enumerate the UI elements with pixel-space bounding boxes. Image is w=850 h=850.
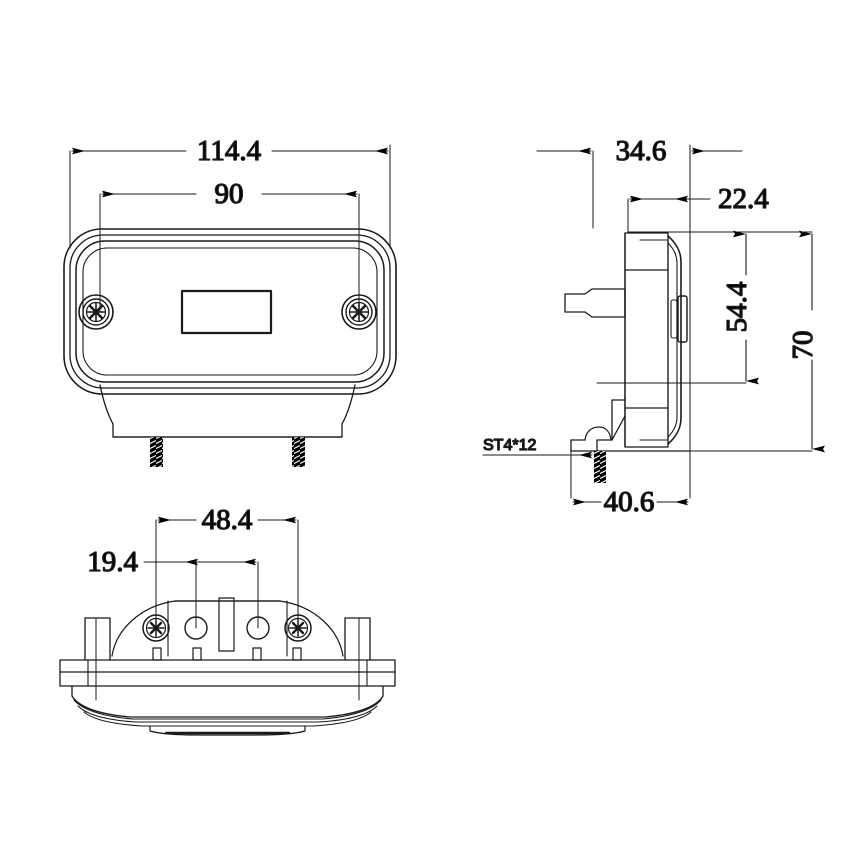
self-tapping-screw [594, 451, 606, 483]
dimension-screw-spacing-front: 90 [101, 177, 358, 211]
dimension-label-bracket-offset: 34.6 [616, 135, 667, 167]
front-mounting-studs [150, 437, 305, 467]
center-label-plate [180, 289, 273, 335]
bottom-shroud [111, 600, 344, 657]
dimension-lens-height: 54.4 [720, 230, 759, 385]
front-extension-lines [69, 144, 391, 313]
fastener-callout: ST4*12 [482, 436, 593, 459]
housing-skirt-front [99, 384, 356, 438]
lens-bezel-side [667, 235, 688, 445]
bottom-left-screw [142, 614, 170, 642]
front-right-screw [341, 294, 377, 330]
side-view: 34.6 22.4 54.4 70 40.6 [482, 134, 825, 519]
bottom-flange-tabs [152, 647, 302, 661]
dimension-label-hole-spacing: 19.4 [87, 546, 138, 578]
bottom-lens-stack [71, 685, 384, 736]
dimension-label-overall-width: 114.4 [197, 135, 262, 167]
bottom-view: 48.4 19.4 [59, 503, 396, 736]
front-view: 114.4 90 [63, 134, 397, 467]
bottom-base-flange [59, 659, 396, 687]
dimension-label-lens-height: 54.4 [721, 281, 753, 332]
dimension-screw-spacing-bottom: 48.4 [157, 503, 297, 537]
dimension-label-screw-spacing-bottom: 48.4 [202, 504, 253, 536]
dimension-label-bracket-width: 40.6 [604, 486, 655, 518]
dimension-bracket-offset: 34.6 [536, 134, 743, 168]
dimension-label-housing-depth: 22.4 [718, 183, 769, 215]
dimension-label-overall-height: 70 [787, 331, 819, 360]
bottom-side-tabs [84, 617, 371, 701]
dimension-housing-depth: 22.4 [629, 182, 770, 216]
dimension-bracket-width: 40.6 [572, 485, 689, 519]
bottom-right-screw [284, 614, 312, 642]
mounting-bracket-side [570, 399, 691, 452]
center-rib [218, 597, 235, 652]
cable-grommet [564, 288, 626, 318]
dimension-overall-width: 114.4 [71, 134, 389, 168]
bottom-extension-lines [155, 519, 299, 629]
lens-bezel-front [63, 228, 397, 395]
bottom-right-hole [246, 616, 270, 640]
front-left-screw [78, 294, 114, 330]
dimension-hole-spacing: 19.4 [87, 545, 257, 579]
housing-body-side [624, 232, 669, 448]
dimension-label-screw-spacing-front: 90 [215, 178, 244, 210]
side-extension-lines [570, 144, 813, 499]
dimension-overall-height: 70 [786, 230, 825, 453]
fastener-callout-label: ST4*12 [483, 437, 536, 454]
bottom-left-hole [184, 616, 208, 640]
